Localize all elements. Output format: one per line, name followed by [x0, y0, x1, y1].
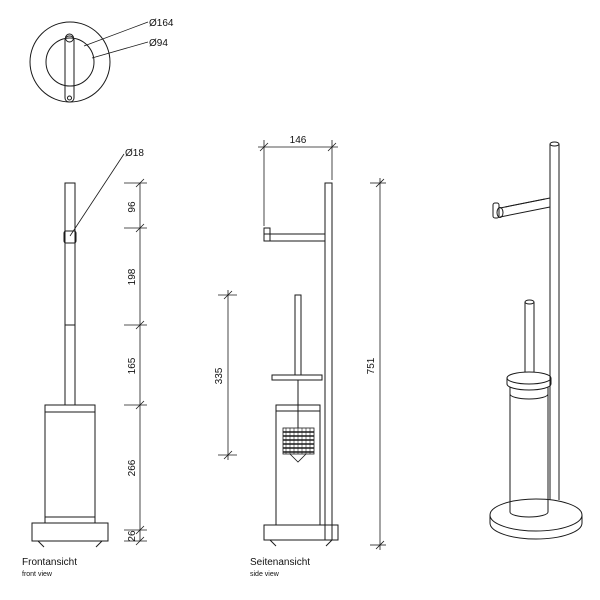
iso-base-sides	[489, 515, 583, 523]
leader-rod-diameter	[69, 153, 125, 237]
side-brush-handle	[294, 294, 302, 376]
iso-rod	[549, 144, 560, 500]
leader-inner	[91, 41, 149, 59]
dim-96: 96	[127, 201, 138, 213]
iso-container-bottom	[509, 511, 549, 518]
iso-brush-handle-top	[524, 299, 535, 305]
iso-holder-highlight	[504, 198, 546, 208]
dim-26: 26	[127, 530, 138, 542]
top-rod-circle	[65, 33, 74, 43]
iso-container-body	[509, 387, 549, 512]
leader-outer	[83, 21, 149, 47]
side-paper-holder-tip	[263, 227, 271, 242]
side-foot-left	[269, 539, 277, 547]
side-brush-lid	[271, 374, 323, 381]
side-brush-head	[282, 427, 315, 463]
dim-165: 165	[127, 357, 138, 374]
outer-diameter-label: Ø164	[149, 18, 174, 29]
front-dim-ticks	[135, 178, 145, 546]
dim-335: 335	[214, 367, 225, 384]
top-holder-end	[67, 95, 72, 101]
dim-198: 198	[127, 268, 138, 285]
side-base-plate	[263, 524, 339, 541]
iso-lid-top	[506, 371, 552, 385]
iso-holder-end	[496, 207, 504, 218]
top-holder-arm	[64, 35, 75, 103]
side-view-subtitle: side view	[250, 571, 279, 578]
side-rod	[324, 182, 333, 541]
side-foot-right	[325, 539, 333, 547]
side-total-ticks	[375, 178, 385, 550]
front-holder-knob	[63, 230, 77, 244]
side-width-ticks	[259, 142, 337, 152]
side-view-title: Seitenansicht	[250, 557, 311, 568]
front-view-title: Frontansicht	[22, 557, 78, 568]
iso-lid-bottom	[506, 383, 552, 391]
iso-lid-sides	[506, 378, 552, 384]
dim-751: 751	[366, 357, 377, 374]
front-foot-right	[95, 540, 103, 548]
dim-146: 146	[290, 135, 307, 146]
iso-brush-handle	[524, 302, 535, 372]
iso-holder-tip	[492, 202, 500, 219]
side-paper-holder-arm	[263, 233, 326, 242]
top-view: Ø164 Ø94	[29, 18, 174, 103]
inner-diameter-label: Ø94	[149, 38, 168, 49]
isometric-view	[489, 141, 583, 540]
front-view: Ø18 96 198 165 266 26	[31, 148, 147, 548]
dim-266: 266	[127, 459, 138, 476]
front-brush-container	[44, 404, 96, 524]
iso-base-bottom	[489, 522, 583, 540]
rod-diameter-label: Ø18	[125, 148, 144, 159]
front-view-subtitle: front view	[22, 571, 52, 578]
side-brush-ticks	[223, 290, 233, 460]
iso-base-top	[489, 498, 583, 532]
front-rod	[64, 182, 76, 406]
base-inner-circle	[45, 37, 95, 87]
front-foot-left	[37, 540, 45, 548]
iso-holder-arm	[499, 197, 551, 218]
iso-rod-top	[549, 141, 560, 147]
side-view: 146 335 751	[214, 135, 386, 550]
iso-container-rim	[509, 393, 549, 400]
front-base-plate	[31, 522, 109, 542]
